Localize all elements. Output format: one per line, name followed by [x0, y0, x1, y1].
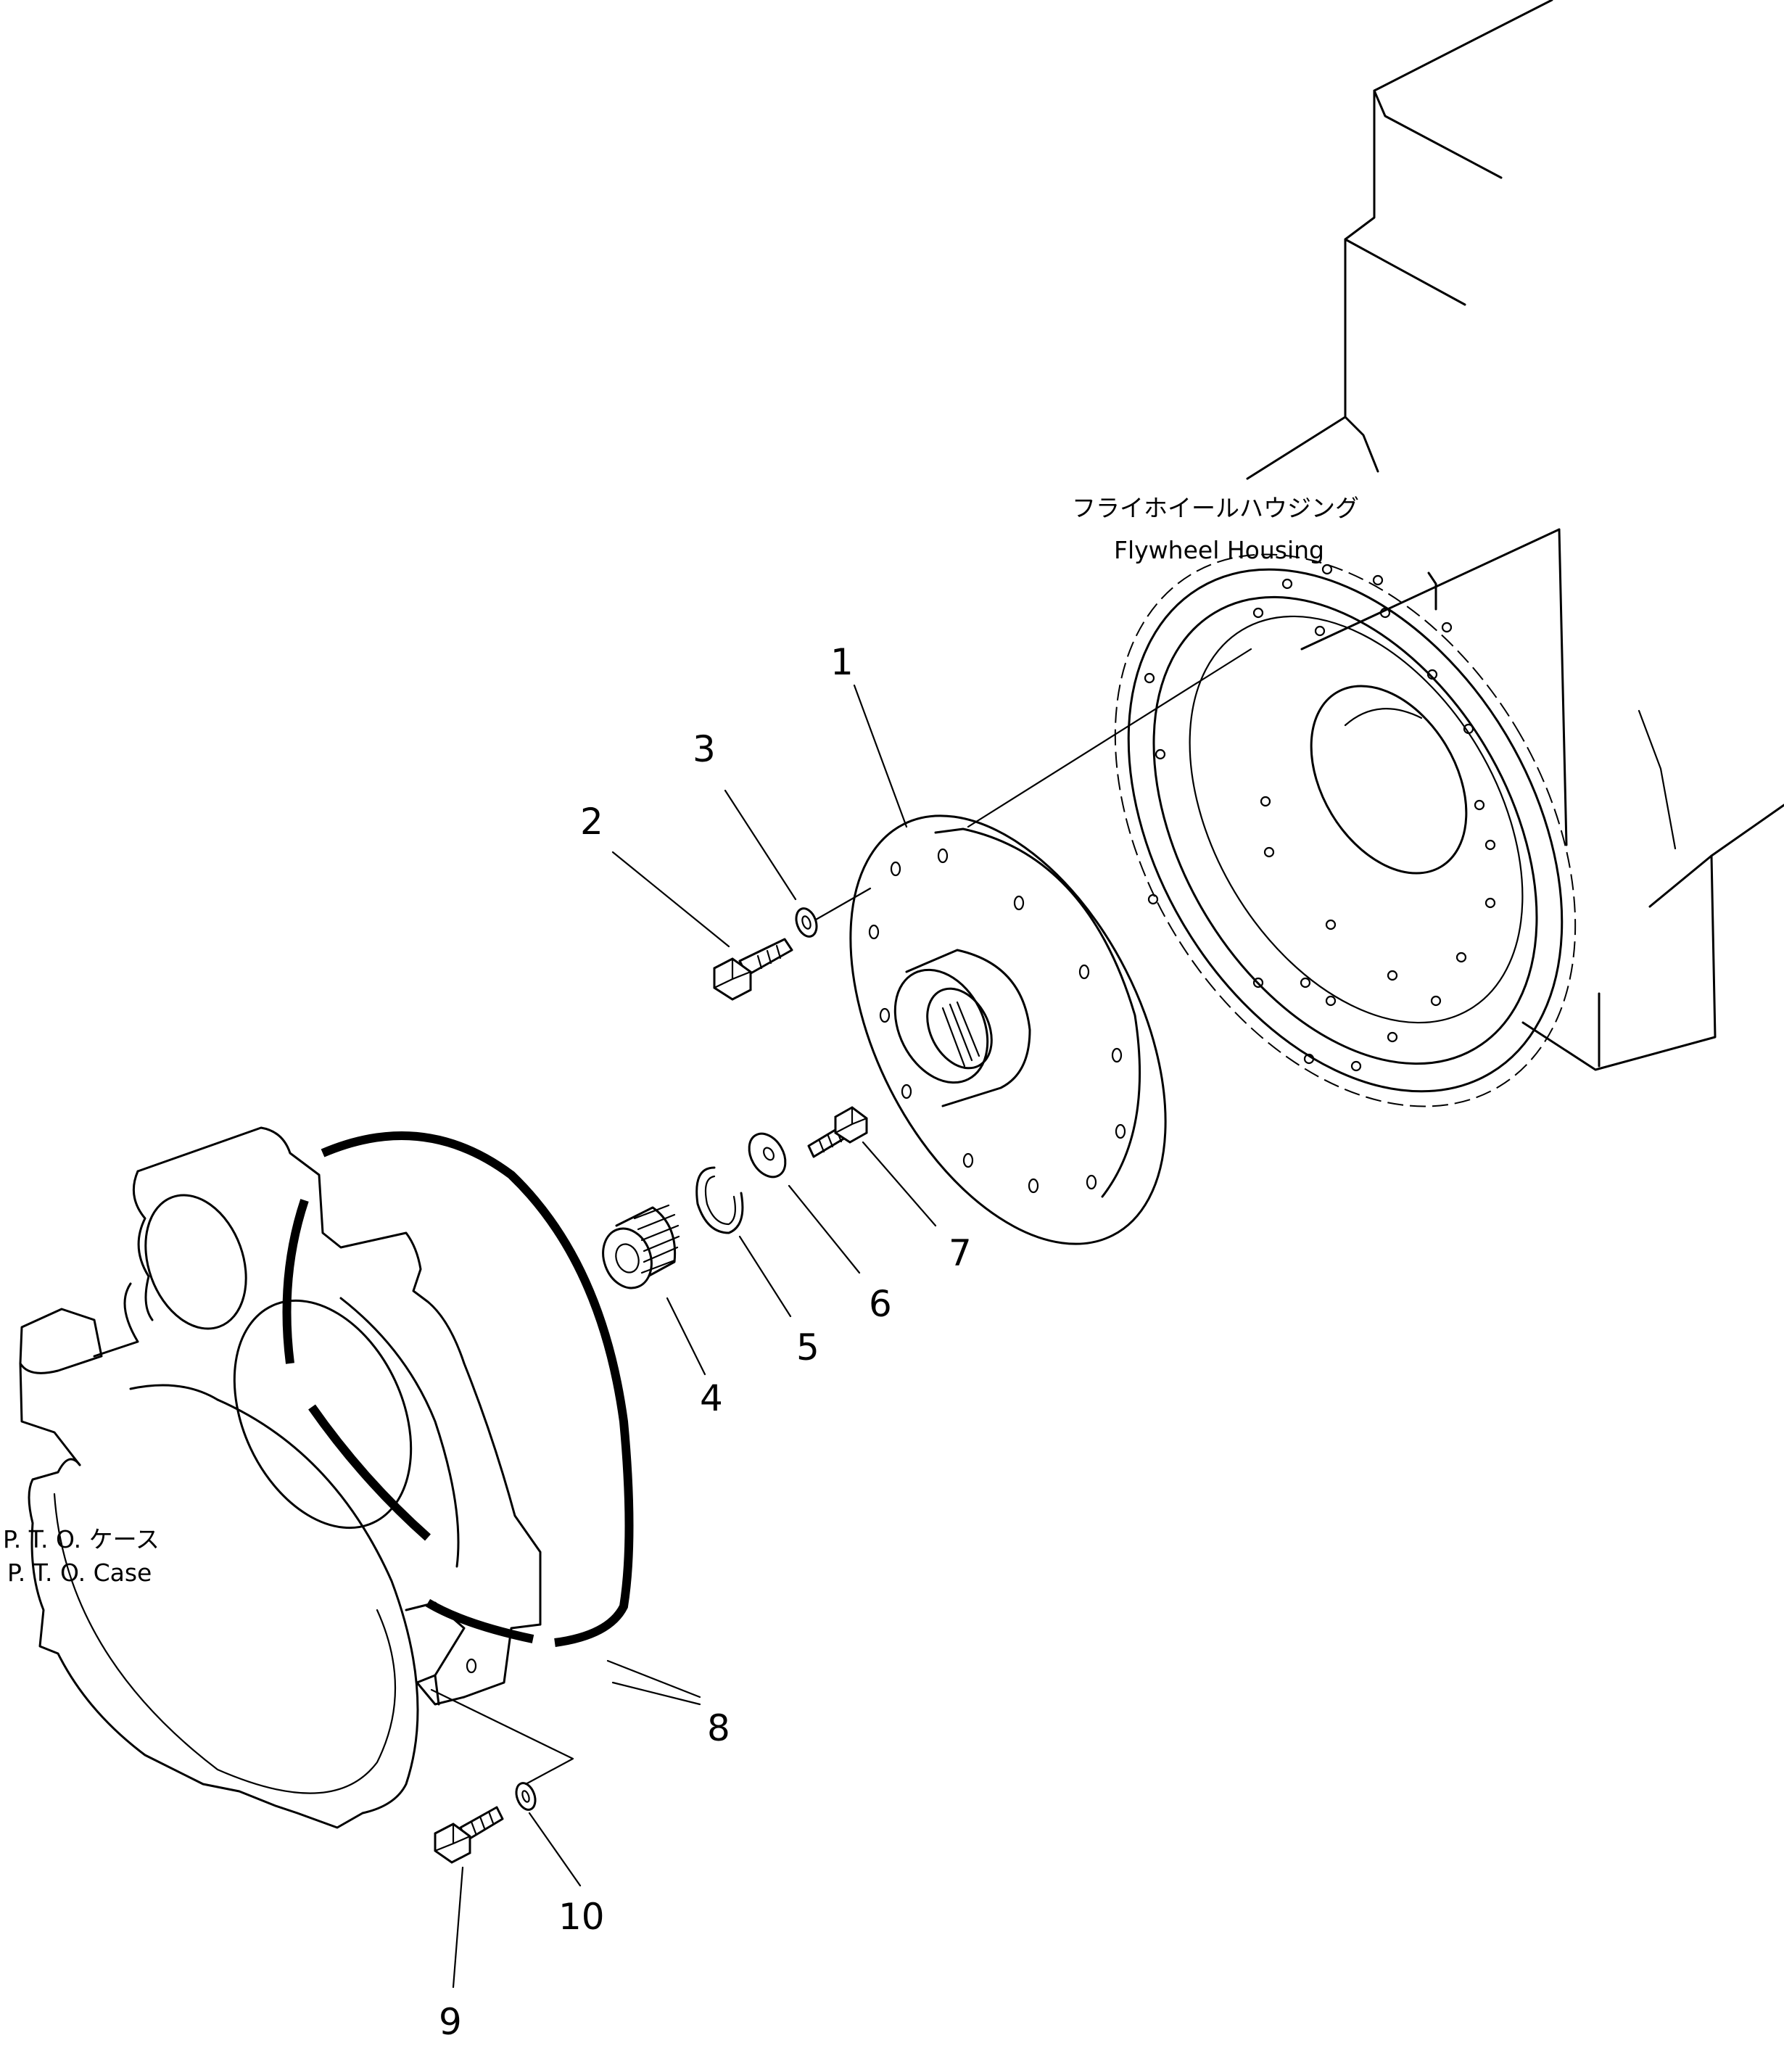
snap-ring-part-5: [695, 1166, 744, 1234]
component-labels: フライホイールハウジング Flywheel Housing P. T. O. ケ…: [3, 494, 1359, 1587]
callout-numbers: 1 2 3 4 5 6 7 8 9 10: [439, 641, 972, 2043]
callout-2: 2: [580, 801, 603, 843]
pto-case-label-jp: P. T. O. ケース: [3, 1525, 160, 1553]
bolt-part-2: [713, 938, 793, 1001]
callout-5: 5: [796, 1326, 819, 1369]
bolt-part-9: [434, 1806, 504, 1864]
flywheel-housing: [1114, 0, 1784, 1107]
callout-leaders: [452, 684, 937, 1989]
washer-part-6: [748, 1132, 787, 1179]
coupling-plate-part-1: [849, 814, 1167, 1245]
callout-4: 4: [700, 1377, 723, 1419]
pto-case: [19, 1126, 574, 1829]
flywheel-housing-label-en: Flywheel Housing: [1114, 536, 1324, 564]
bolt-part-7: [807, 1106, 868, 1158]
callout-8: 8: [707, 1707, 730, 1749]
gear-part-4: [602, 1204, 680, 1289]
callout-10: 10: [558, 1896, 605, 1938]
callout-1: 1: [830, 641, 854, 683]
washer-part-3: [795, 887, 872, 938]
callout-3: 3: [693, 728, 716, 770]
callout-6: 6: [869, 1283, 892, 1325]
alignment-line: [967, 648, 1252, 828]
pto-case-label-en: P. T. O. Case: [7, 1559, 152, 1587]
o-ring-part-8: [282, 1131, 634, 1647]
flywheel-housing-label-jp: フライホイールハウジング: [1072, 494, 1359, 522]
washer-part-10: [515, 1782, 537, 1811]
callout-7: 7: [949, 1232, 972, 1274]
callout-9: 9: [439, 2001, 462, 2043]
